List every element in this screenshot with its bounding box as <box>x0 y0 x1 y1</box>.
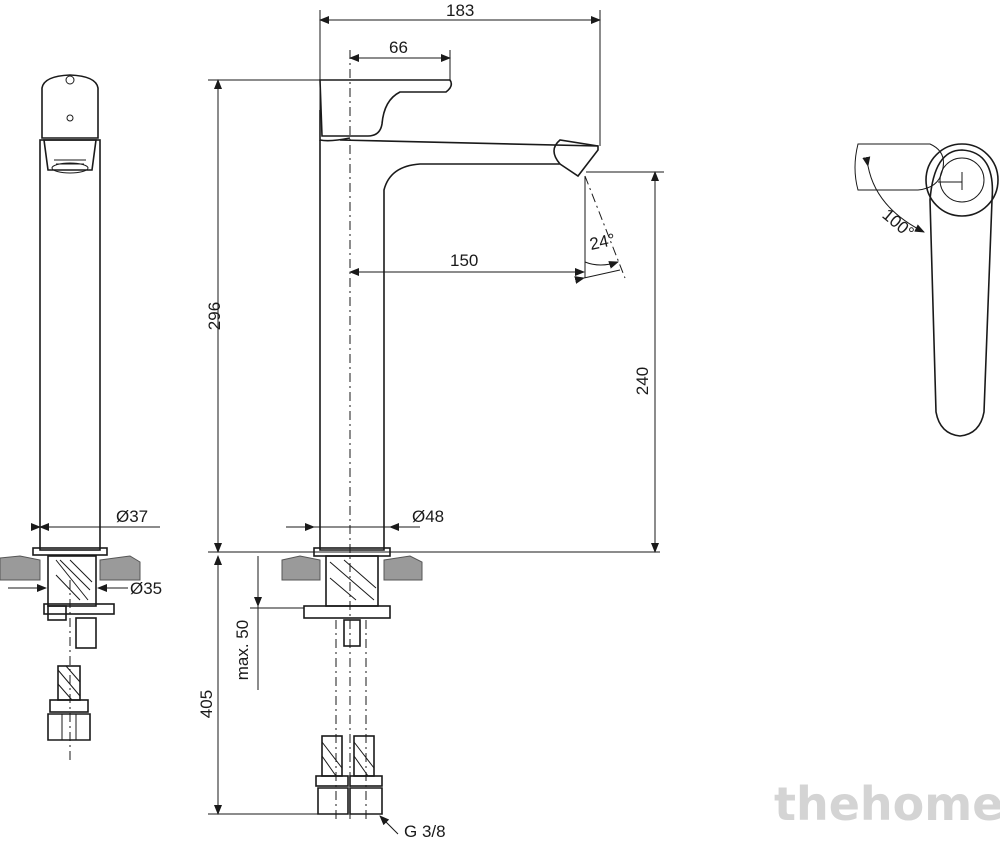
spout-reach-label: 150 <box>450 251 478 270</box>
dimension-base-diameter: Ø48 <box>286 507 444 531</box>
handle-rotation-label: 100° <box>878 205 917 242</box>
base-diameter-label: Ø48 <box>412 507 444 526</box>
dimension-overall-width: 183 <box>319 1 601 146</box>
handle-offset-label: 66 <box>389 38 408 57</box>
spout-angle: 24° <box>584 175 626 279</box>
dimension-hose-length: 405 <box>197 555 320 815</box>
spout-height-label: 240 <box>633 367 652 395</box>
shank-diameter-label: Ø35 <box>130 579 162 598</box>
side-view <box>0 74 141 760</box>
total-height-label: 296 <box>205 302 224 330</box>
dimension-total-height: 296 <box>205 79 660 553</box>
dimension-max-deck: max. 50 <box>233 556 304 690</box>
max-deck-label: max. 50 <box>233 620 252 680</box>
connection-thread-label: G 3/8 <box>404 822 446 841</box>
dimension-spout-reach: 150 <box>349 251 621 284</box>
connection-thread-callout: G 3/8 <box>379 815 446 841</box>
spout-angle-label: 24° <box>588 230 617 254</box>
watermark-logo: thehome <box>774 777 1000 831</box>
dimension-spout-height: 240 <box>586 171 664 553</box>
body-diameter-label: Ø37 <box>116 507 148 526</box>
dimension-handle-offset: 66 <box>349 38 451 80</box>
front-view <box>281 50 599 820</box>
dimension-shank-diameter: Ø35 <box>8 579 162 598</box>
dimension-body-diameter: Ø37 <box>31 507 160 531</box>
hose-length-label: 405 <box>197 690 216 718</box>
top-view: 100° <box>854 143 999 437</box>
overall-width-label: 183 <box>446 1 474 20</box>
